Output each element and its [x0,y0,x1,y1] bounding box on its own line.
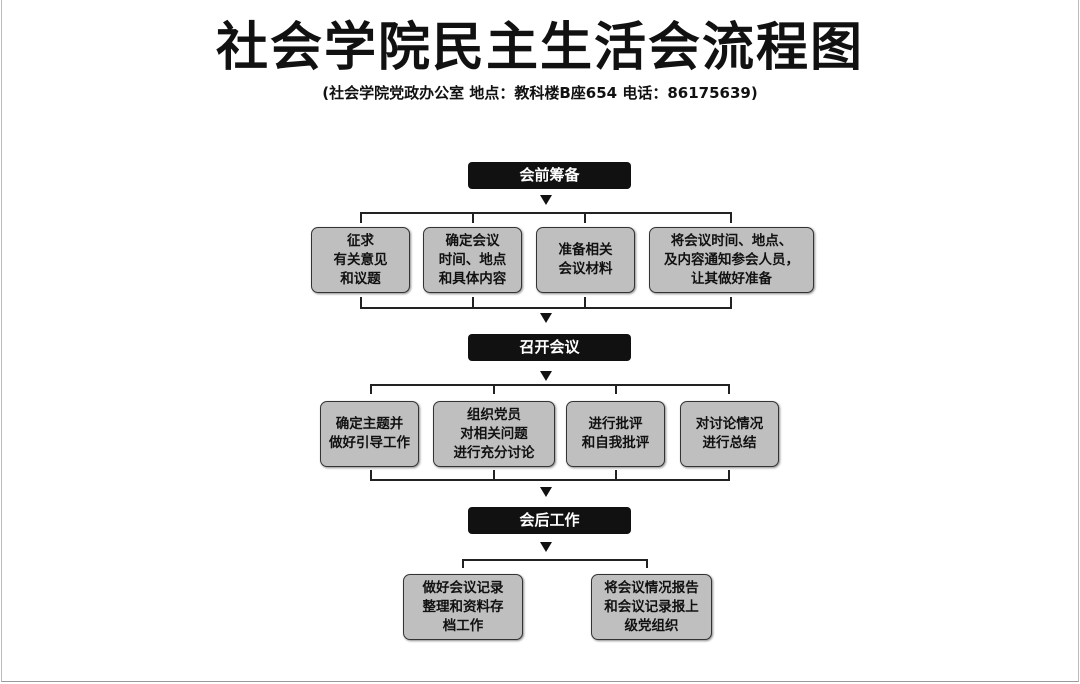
arrow-down-icon [540,195,552,205]
page-subtitle: (社会学院党政办公室 地点：教科楼B座654 电话：86175639) [322,84,758,102]
step-box: 征求 有关意见 和议题 [311,227,410,293]
bracket-top-2 [370,384,730,394]
step-box: 将会议情况报告 和会议记录报上 级党组织 [591,574,712,640]
step-box: 组织党员 对相关问题 进行充分讨论 [433,401,555,467]
stage-hold-meeting: 召开会议 [468,334,631,361]
step-box: 进行批评 和自我批评 [566,401,665,467]
step-box: 确定主题并 做好引导工作 [320,401,419,467]
page-title: 社会学院民主生活会流程图 [215,18,864,78]
step-box: 做好会议记录 整理和资料存 档工作 [403,574,523,640]
bracket-bottom-1 [360,297,732,309]
bracket-bottom-2 [370,470,730,481]
step-box: 将会议时间、地点、 及内容通知参会人员， 让其做好准备 [649,227,814,293]
stage-before-meeting: 会前筹备 [468,162,631,189]
arrow-down-icon [540,487,552,497]
bracket-top-3 [462,559,648,568]
step-box: 确定会议 时间、地点 和具体内容 [423,227,522,293]
stage-after-meeting: 会后工作 [468,507,631,534]
arrow-down-icon [540,313,552,323]
arrow-down-icon [540,371,552,381]
step-box: 对讨论情况 进行总结 [680,401,779,467]
arrow-down-icon [540,542,552,552]
step-box: 准备相关 会议材料 [536,227,635,293]
bracket-top-1 [360,212,732,223]
